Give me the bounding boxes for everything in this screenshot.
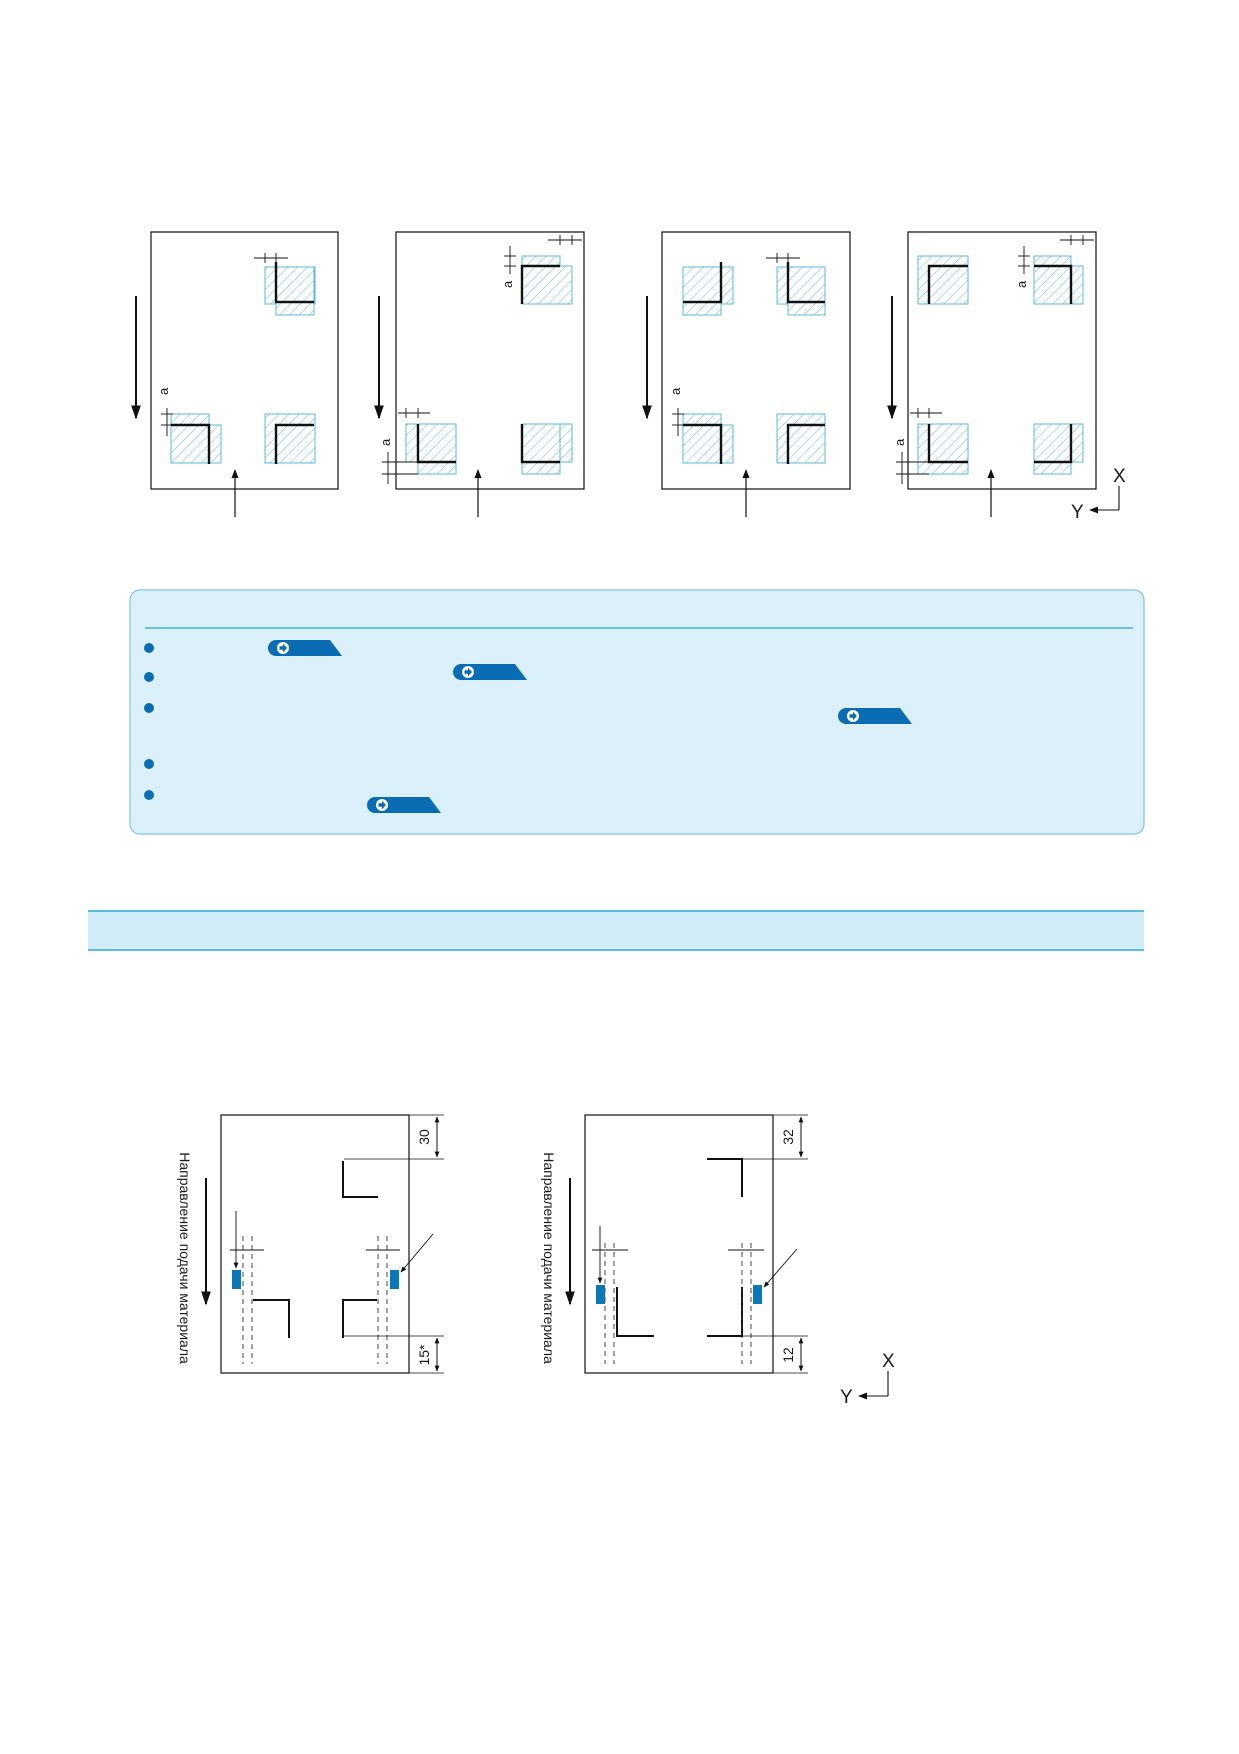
top-figure-4: a a (887, 231, 1097, 517)
registration-mark (253, 1299, 290, 1338)
feed-direction-label: Направление подачи материала (541, 1152, 557, 1364)
dimension-label: a (892, 438, 907, 446)
reference-link-4[interactable] (367, 797, 441, 813)
mark-area-shifted (170, 424, 222, 464)
registration-mark (342, 1161, 378, 1198)
registration-mark (171, 423, 211, 464)
y-axis-label: Y (1071, 502, 1084, 523)
registration-mark (520, 424, 560, 464)
axes-indicator-top: X Y (1071, 466, 1126, 523)
bullet (144, 672, 154, 682)
mark-area-shifted (682, 424, 734, 464)
registration-mark (707, 1287, 743, 1337)
sheet (661, 231, 851, 490)
dimension-label: a (378, 438, 393, 446)
mark-area (917, 255, 969, 305)
mark-area (264, 413, 316, 464)
registration-mark (683, 423, 723, 464)
dimension-label: a (668, 387, 683, 395)
bullet (144, 759, 154, 769)
registration-mark (342, 1299, 377, 1338)
sheet (584, 1114, 774, 1374)
sheet (907, 231, 1097, 490)
feed-direction-label: Направление подачи материала (177, 1152, 193, 1364)
x-axis-label: X (1113, 466, 1126, 487)
registration-mark (786, 262, 825, 304)
registration-mark (1034, 424, 1073, 464)
registration-mark (274, 262, 314, 304)
sensor (753, 1285, 762, 1304)
sheet (220, 1114, 410, 1374)
note-box (129, 589, 1145, 835)
bullet (144, 643, 154, 653)
axes-indicator-bottom: X Y (840, 1351, 895, 1408)
registration-mark (616, 1287, 654, 1337)
dimension-label: a (1014, 280, 1029, 288)
registration-mark (683, 262, 723, 304)
dimension-top-offset: 30 (416, 1129, 432, 1145)
dimension-label: a (500, 280, 515, 288)
registration-mark (1034, 264, 1073, 304)
registration-mark (707, 1158, 743, 1197)
dimension-label: a (156, 387, 171, 395)
mark-area-shifted (682, 266, 722, 316)
mark-area-shifted (521, 423, 561, 475)
section-header-bar (88, 910, 1144, 951)
mark-area (776, 413, 826, 464)
mark-area-shifted (521, 265, 573, 305)
mark-area-shifted (1033, 265, 1084, 305)
leader-line (400, 1233, 434, 1273)
mark-area-shifted (787, 266, 826, 316)
leader-line (763, 1248, 798, 1288)
y-axis-label: Y (840, 1387, 853, 1408)
registration-mark (274, 423, 314, 464)
top-figure-3: a (642, 231, 851, 517)
x-axis-label: X (882, 1351, 895, 1372)
registration-mark (927, 264, 968, 304)
sensor (390, 1270, 399, 1289)
dimension-bottom-offset: 15* (416, 1344, 432, 1366)
dimension-bottom-offset: 12 (780, 1347, 796, 1363)
bottom-figure-right: Направление подачи материала 32 12 (541, 1114, 808, 1374)
sheet (395, 231, 585, 490)
reference-link-3[interactable] (838, 708, 912, 724)
mark-area-shifted (417, 423, 457, 475)
sheet (150, 231, 339, 490)
mark-area (917, 423, 969, 475)
registration-mark (520, 264, 560, 304)
note-box-background (129, 589, 1145, 835)
mark-area-shifted (275, 266, 315, 316)
mark-area-shifted (1033, 423, 1084, 463)
top-figure-1: a (131, 231, 339, 517)
reference-link-2[interactable] (453, 664, 527, 680)
bullet (144, 790, 154, 800)
sensor (596, 1285, 605, 1304)
bullet (144, 703, 154, 713)
reference-link-1[interactable] (268, 640, 342, 656)
bottom-figure-left: Направление подачи материала 30 15* (177, 1114, 444, 1374)
sensor (232, 1270, 241, 1289)
top-figure-2: a a (374, 231, 585, 517)
registration-mark (786, 423, 825, 464)
dimension-top-offset: 32 (780, 1129, 796, 1145)
